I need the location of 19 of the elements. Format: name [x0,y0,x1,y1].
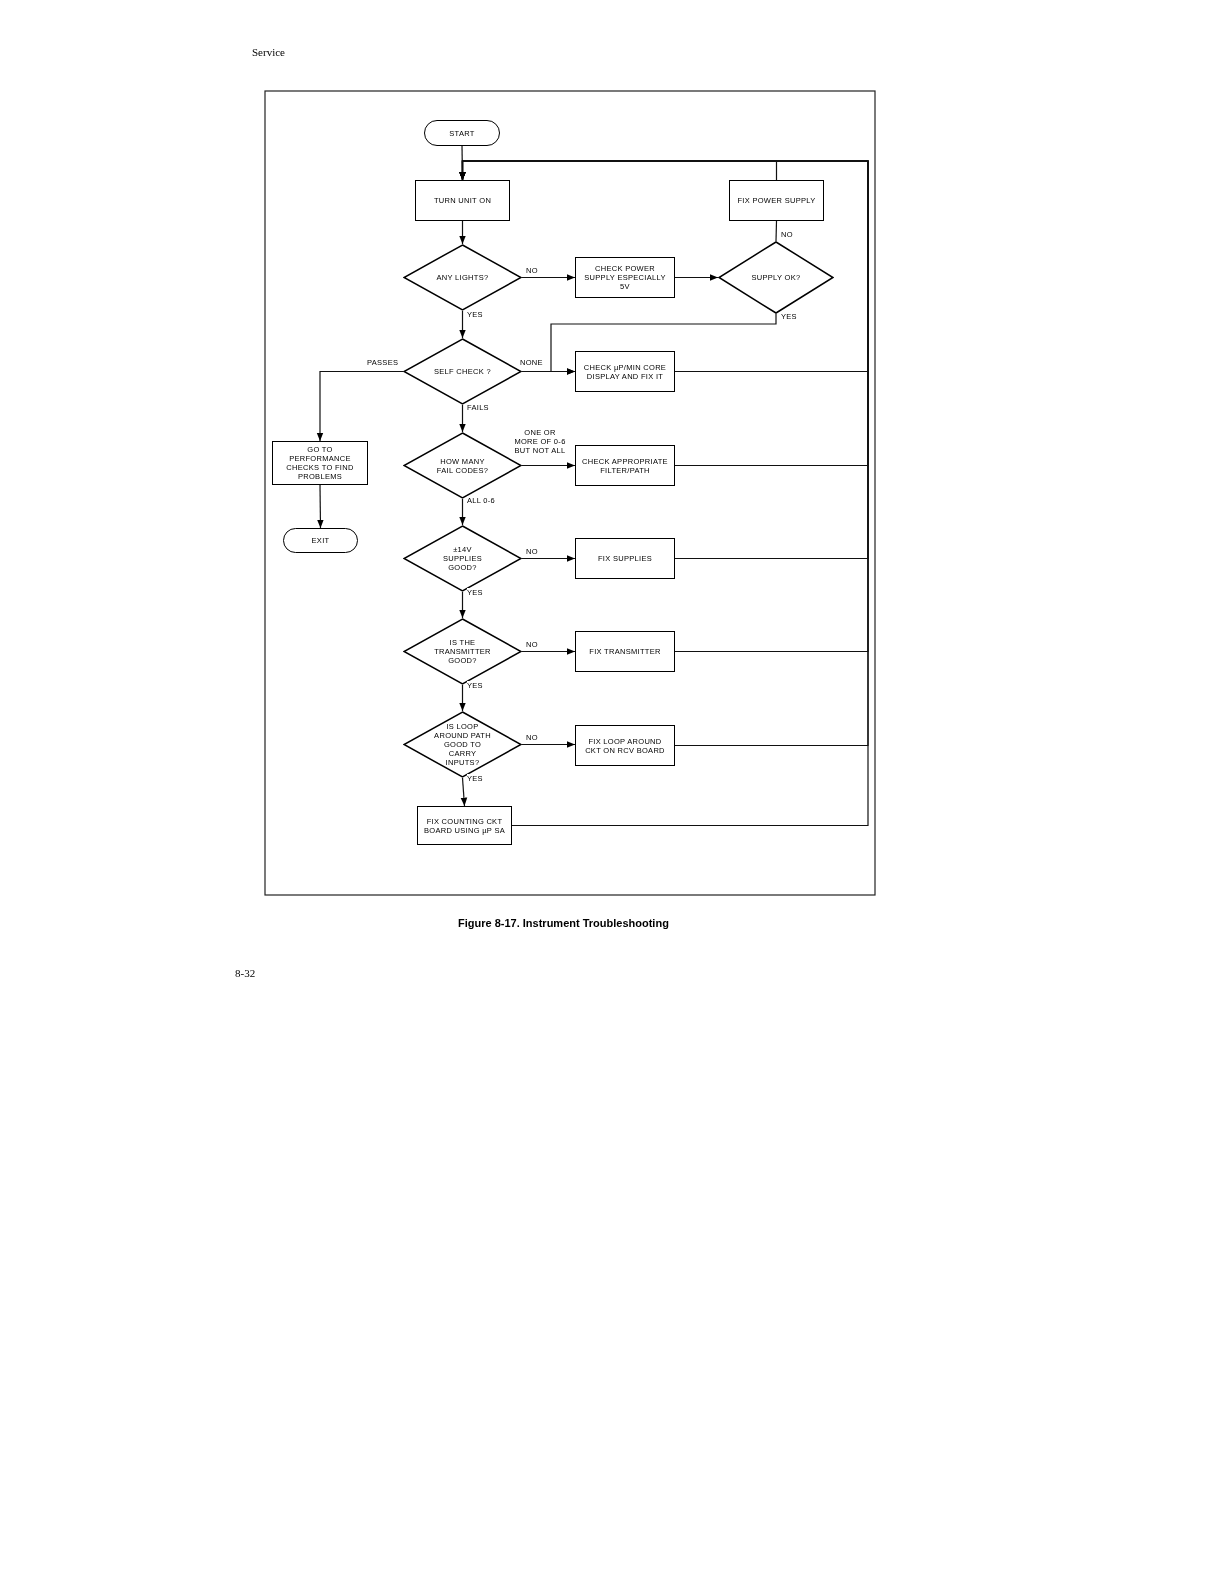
arrow [459,498,466,526]
arrow [521,462,576,469]
arrow [460,777,468,807]
arrow [521,741,576,748]
arrow [521,274,576,281]
arrow [674,274,719,281]
arrow [459,591,466,619]
section-header: Service [252,45,285,60]
arrow [521,368,576,375]
arrow [459,684,466,712]
arrow [459,404,466,433]
arrow [459,310,466,339]
page-number: 8-32 [235,966,256,981]
arrow [459,220,466,245]
arrow [317,484,324,529]
arrow [316,370,404,442]
arrow [521,555,576,562]
figure-caption: Figure 8-17. Instrument Troubleshooting [458,916,669,931]
arrow [521,648,576,655]
